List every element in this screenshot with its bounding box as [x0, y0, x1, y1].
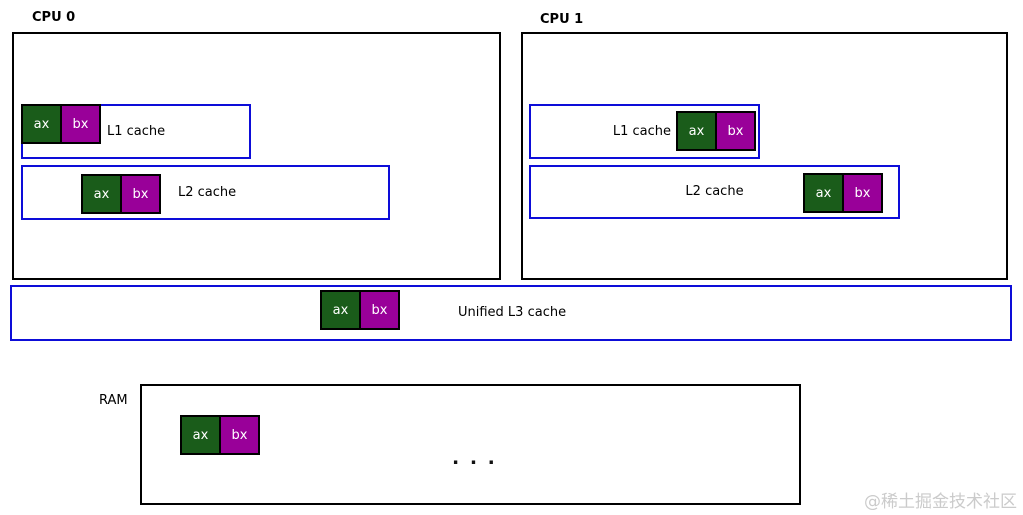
- ram-label: RAM: [99, 393, 128, 408]
- l3-label: Unified L3 cache: [458, 305, 567, 320]
- ax-cell: ax: [180, 415, 221, 455]
- ram-cache-line: ax bx: [180, 415, 260, 455]
- cpu1-l1-label: L1 cache: [612, 124, 671, 139]
- ax-cell: ax: [803, 173, 844, 213]
- bx-cell: bx: [359, 290, 400, 330]
- bx-cell: bx: [842, 173, 883, 213]
- cpu0-l2-cache-line: ax bx: [81, 174, 161, 214]
- cpu0-l1-label: L1 cache: [107, 124, 166, 139]
- bx-cell: bx: [715, 111, 756, 151]
- bx-cell: bx: [219, 415, 260, 455]
- cpu0-title: CPU 0: [32, 10, 76, 25]
- cpu1-l1-cache-line: ax bx: [676, 111, 756, 151]
- ram-ellipsis: . . .: [452, 447, 497, 469]
- bx-cell: bx: [120, 174, 161, 214]
- ax-cell: ax: [21, 104, 62, 144]
- bx-cell: bx: [60, 104, 101, 144]
- cpu1-l2-cache-line: ax bx: [803, 173, 883, 213]
- ax-cell: ax: [320, 290, 361, 330]
- cpu1-l2-label: L2 cache: [685, 184, 744, 199]
- ax-cell: ax: [676, 111, 717, 151]
- watermark: @稀土掘金技术社区: [864, 492, 1017, 512]
- ax-cell: ax: [81, 174, 122, 214]
- cpu0-l2-label: L2 cache: [178, 185, 237, 200]
- cpu1-title: CPU 1: [540, 12, 584, 27]
- l3-box: [10, 285, 1012, 341]
- cpu0-l1-cache-line: ax bx: [21, 104, 101, 144]
- l3-cache-line: ax bx: [320, 290, 400, 330]
